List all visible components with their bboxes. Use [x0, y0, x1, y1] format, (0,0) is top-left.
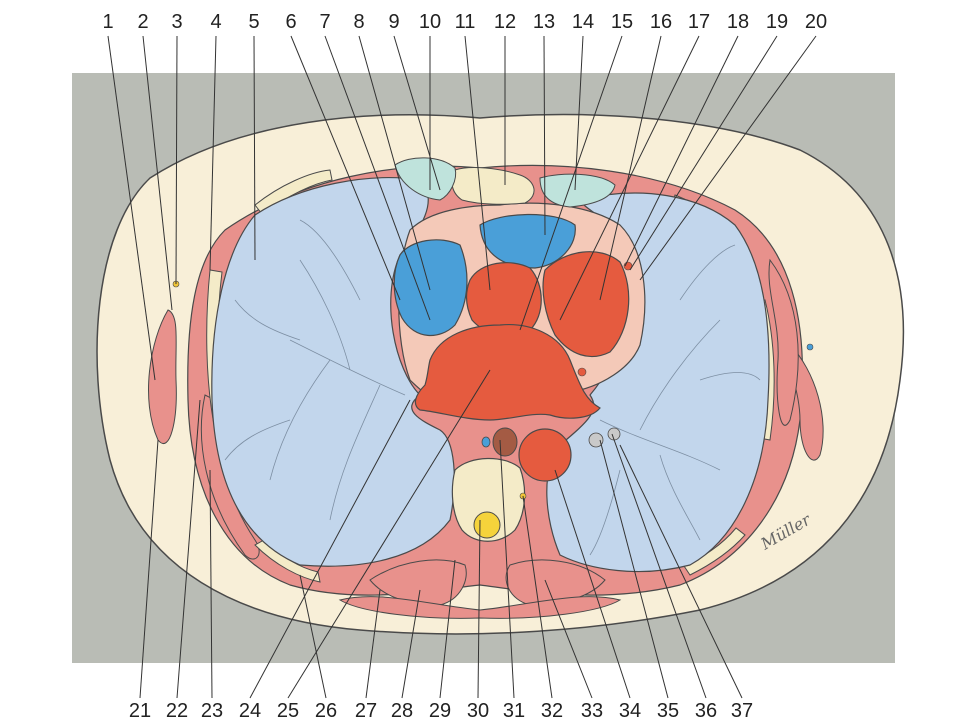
superior-vena-cava	[393, 239, 468, 337]
esophagus	[492, 427, 518, 457]
label-35: 35	[657, 700, 679, 720]
label-11: 11	[455, 11, 476, 33]
brachiocephalic-vein	[479, 213, 576, 269]
leader-line-6	[290, 35, 401, 301]
leader-lines	[107, 35, 817, 699]
bottom-number-labels: 21 22 23 24 25 26 27 28 29 30 31 32 33 34 35 36 37	[129, 700, 753, 720]
label-25: 25	[277, 700, 299, 720]
label-33: 33	[581, 700, 603, 720]
leader-line-31	[499, 439, 515, 699]
latissimus-muscle-right	[768, 258, 799, 426]
label-12: 12	[494, 11, 516, 33]
leader-line-34	[554, 469, 631, 699]
label-10: 10	[419, 11, 441, 33]
sternum	[451, 167, 535, 205]
label-8: 8	[353, 11, 364, 33]
label-2: 2	[137, 11, 148, 33]
label-26: 26	[315, 700, 337, 720]
leader-line-27	[365, 589, 381, 699]
label-34: 34	[619, 700, 641, 720]
label-21: 21	[129, 700, 151, 720]
leader-line-23	[209, 469, 213, 699]
leader-line-32	[522, 495, 553, 699]
leader-line-26	[299, 574, 327, 699]
leader-line-24	[249, 399, 411, 699]
label-1: 1	[102, 11, 113, 33]
leader-line-5	[253, 35, 256, 261]
label-30: 30	[467, 700, 489, 720]
aortic-arch	[414, 323, 601, 421]
leader-line-20	[639, 35, 817, 281]
leader-line-22	[176, 399, 201, 699]
label-20: 20	[805, 11, 827, 33]
leader-line-28	[401, 589, 421, 699]
leader-line-16	[599, 35, 662, 301]
leader-line-25	[287, 369, 491, 699]
erector-spinae-right	[505, 559, 606, 606]
leader-line-2	[142, 35, 173, 311]
leader-line-8	[358, 35, 431, 291]
leader-line-18	[624, 35, 739, 267]
leader-line-29	[439, 559, 456, 699]
lymph-node-1	[588, 432, 604, 448]
leader-line-37	[619, 444, 743, 699]
leader-line-13	[543, 35, 546, 236]
spinal-cord	[473, 511, 501, 539]
leader-line-1	[107, 35, 156, 381]
leader-line-15	[519, 35, 623, 331]
label-29: 29	[429, 700, 451, 720]
leader-line-3	[175, 35, 178, 285]
leader-line-30	[477, 519, 481, 699]
leader-line-33	[544, 579, 593, 699]
label-13: 13	[533, 11, 555, 33]
bronchial-tree-left	[589, 244, 761, 556]
label-36: 36	[695, 700, 717, 720]
label-24: 24	[239, 700, 261, 720]
leader-line-35	[599, 439, 669, 699]
label-32: 32	[541, 700, 563, 720]
pulmonary-trunk	[542, 251, 630, 358]
leader-line-17	[559, 35, 700, 321]
leader-line-4	[209, 35, 217, 271]
small-vessel-right-edge	[806, 343, 814, 351]
leader-line-7	[324, 35, 431, 321]
label-6: 6	[285, 11, 296, 33]
label-15: 15	[611, 11, 633, 33]
label-18: 18	[727, 11, 749, 33]
leader-line-9	[393, 35, 441, 191]
label-28: 28	[391, 700, 413, 720]
label-3: 3	[171, 11, 182, 33]
leader-line-14	[574, 35, 584, 191]
leader-line-36	[611, 433, 707, 699]
label-9: 9	[388, 11, 399, 33]
bronchial-tree-right	[224, 219, 406, 521]
trachea-small-vessel	[481, 436, 491, 448]
label-19: 19	[766, 11, 788, 33]
label-4: 4	[210, 11, 221, 33]
small-artery-mediastinum	[577, 367, 587, 377]
trapezius-muscle	[338, 596, 622, 619]
label-37: 37	[731, 700, 753, 720]
label-27: 27	[355, 700, 377, 720]
label-22: 22	[166, 700, 188, 720]
label-5: 5	[248, 11, 259, 33]
leader-line-11	[464, 35, 491, 291]
label-16: 16	[650, 11, 672, 33]
label-23: 23	[201, 700, 223, 720]
serratus-muscle-left	[148, 309, 177, 444]
descending-aorta	[518, 428, 572, 482]
label-14: 14	[572, 11, 594, 33]
label-31: 31	[503, 700, 525, 720]
label-7: 7	[319, 11, 330, 33]
leader-line-19	[629, 35, 778, 271]
label-17: 17	[688, 11, 710, 33]
leader-line-21	[139, 439, 159, 699]
internal-thoracic-vessel-left	[394, 157, 457, 201]
